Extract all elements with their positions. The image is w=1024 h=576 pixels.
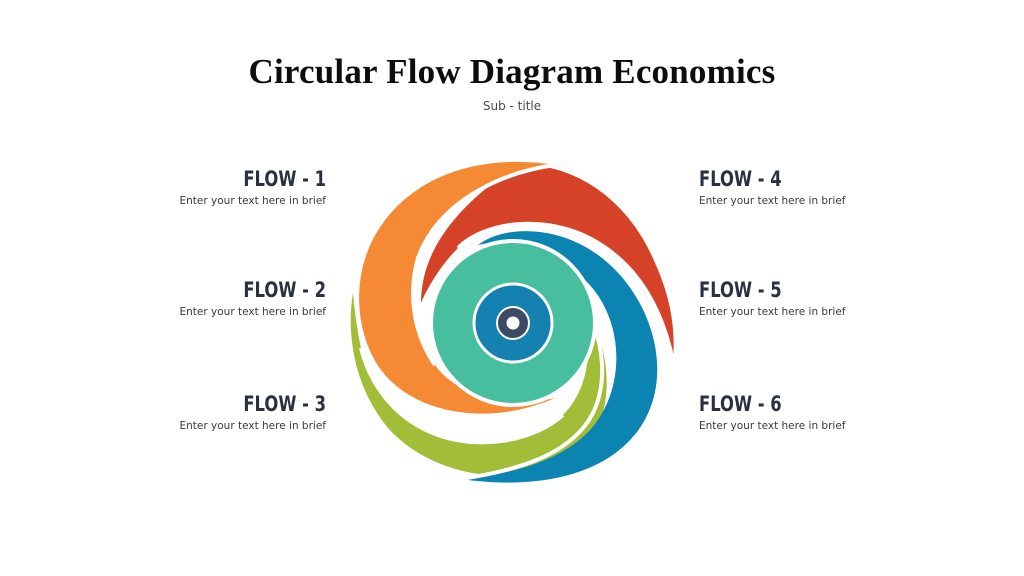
page-subtitle: Sub - title	[482, 99, 542, 113]
separator-lime-orange	[359, 347, 565, 445]
flow-6: FLOW - 6 Enter your text here in brief	[699, 392, 899, 432]
flow-1: FLOW - 1 Enter your text here in brief	[126, 167, 327, 207]
flow-2-title: FLOW - 2	[243, 278, 326, 302]
flow-5: FLOW - 5 Enter your text here in brief	[699, 278, 899, 318]
red-swirl	[421, 164, 674, 361]
separator-orange-red	[411, 163, 556, 367]
blue-swirl	[461, 231, 658, 483]
flow-2-description: Enter your text here in brief	[179, 306, 327, 318]
flow-1-title: FLOW - 1	[243, 167, 326, 191]
orange-swirl	[359, 161, 555, 414]
flow-5-description: Enter your text here in brief	[699, 306, 846, 318]
flow-4-description: Enter your text here in brief	[699, 195, 846, 207]
flow-6-title: FLOW - 6	[699, 392, 782, 416]
circular-flow-diagram	[350, 161, 675, 483]
flow-3-title: FLOW - 3	[243, 392, 326, 416]
flow-2: FLOW - 2 Enter your text here in brief	[126, 278, 327, 318]
flow-4: FLOW - 4 Enter your text here in brief	[699, 167, 899, 207]
flow-5-title: FLOW - 5	[699, 278, 782, 302]
flow-4-title: FLOW - 4	[699, 167, 782, 191]
flow-3: FLOW - 3 Enter your text here in brief	[126, 392, 327, 432]
flow-3-description: Enter your text here in brief	[179, 420, 327, 432]
page-title: Circular Flow Diagram Economics	[248, 52, 776, 91]
center-dot	[506, 316, 520, 330]
flow-6-description: Enter your text here in brief	[699, 420, 846, 432]
separator-red-blue	[456, 221, 675, 362]
flow-1-description: Enter your text here in brief	[179, 195, 327, 207]
